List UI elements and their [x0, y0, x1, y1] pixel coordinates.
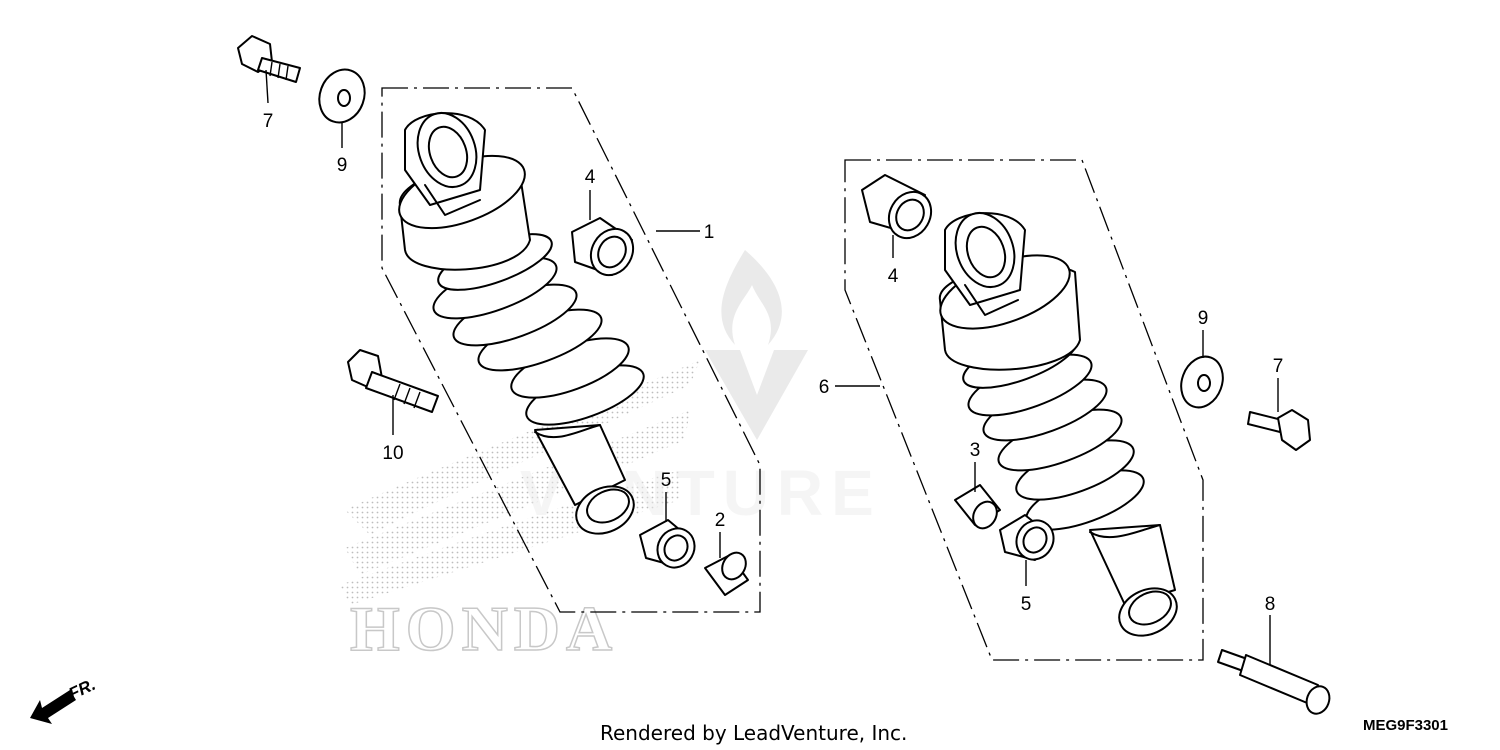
- callout-5-left: 5: [661, 470, 672, 491]
- callout-1: 1: [704, 222, 715, 243]
- callout-4-right: 4: [888, 266, 899, 287]
- callout-9-left: 9: [337, 155, 348, 176]
- right-collar: [954, 484, 1001, 530]
- right-washer: [1180, 355, 1224, 409]
- right-shock-absorber: [938, 212, 1178, 637]
- left-upper-bushing: [571, 217, 635, 277]
- callout-3: 3: [970, 440, 981, 461]
- right-bolt: [1247, 409, 1311, 451]
- callout-7-left: 7: [263, 111, 274, 132]
- callout-5-right: 5: [1021, 594, 1032, 615]
- honda-logo-watermark: HONDA: [350, 593, 618, 664]
- callout-9-right: 9: [1198, 308, 1209, 329]
- left-lower-bushing: [639, 519, 696, 569]
- rendered-by-footer: Rendered by LeadVenture, Inc.: [600, 721, 907, 745]
- callout-2: 2: [715, 510, 726, 531]
- left-top-washer: [318, 68, 366, 124]
- callout-7-right: 7: [1273, 356, 1284, 377]
- right-upper-bushing: [861, 174, 933, 240]
- callout-10: 10: [382, 443, 403, 464]
- left-collar: [704, 551, 749, 596]
- front-direction-arrow: FR.: [30, 675, 99, 724]
- right-lower-bushing: [999, 514, 1055, 561]
- callout-6: 6: [819, 377, 830, 398]
- callout-4-left: 4: [585, 167, 596, 188]
- right-assembly-outline: [844, 159, 1204, 661]
- left-long-bolt: [347, 349, 439, 413]
- diagram-code: MEG9F3301: [1363, 717, 1448, 734]
- left-assembly-outline: [381, 87, 761, 613]
- callout-8: 8: [1265, 594, 1276, 615]
- left-shock-absorber: [398, 112, 645, 535]
- leader-lines: [265, 69, 1279, 665]
- left-top-bolt: [237, 35, 301, 83]
- right-pin: [1217, 649, 1331, 715]
